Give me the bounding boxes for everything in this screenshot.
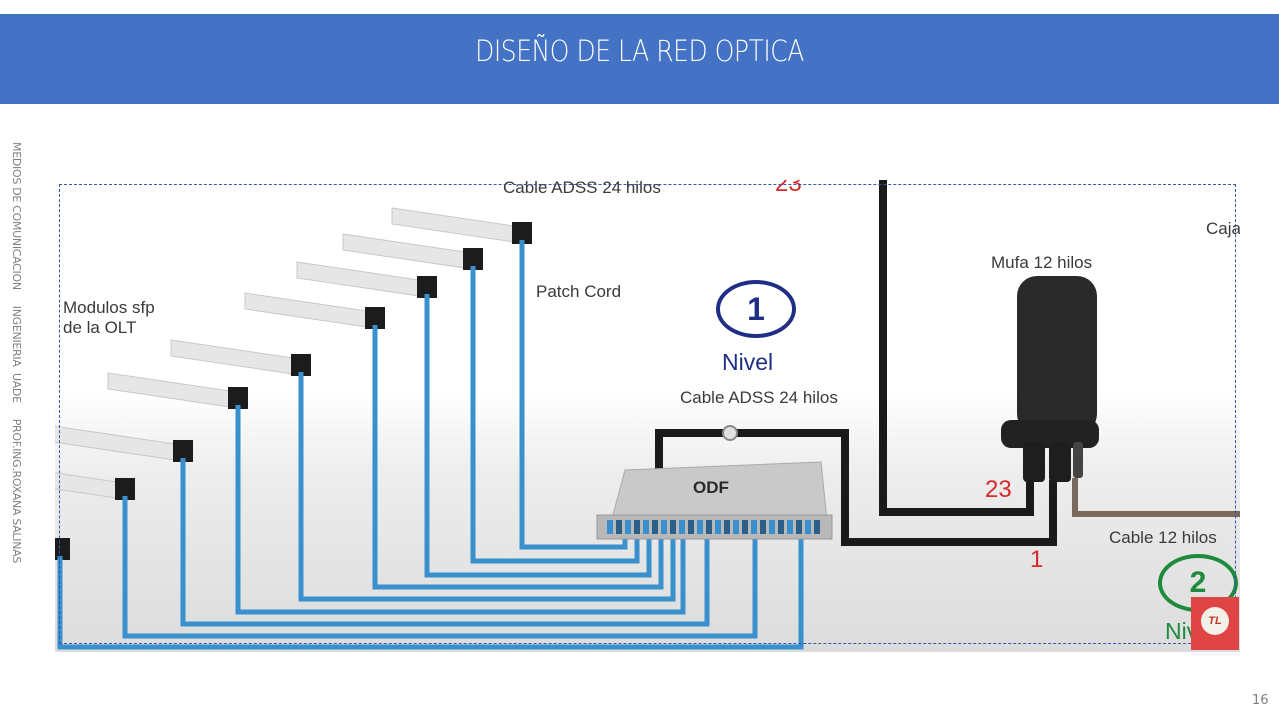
- sfp-module: [244, 292, 385, 329]
- sidebar-text: MEDIOS DE COMUNICACION INGENIERIA UADE P…: [10, 142, 23, 564]
- adss-cable-top: [879, 180, 1034, 516]
- sfp-body: [244, 292, 368, 328]
- fiber-number-1: 1: [1030, 546, 1044, 573]
- patch-cord-label: Patch Cord: [536, 282, 622, 301]
- sfp-label-line2: de la OLT: [63, 318, 137, 337]
- odf-port: [607, 520, 613, 534]
- fiber-number-top: 23: [775, 180, 802, 197]
- patch-cord: [235, 405, 686, 615]
- sfp-module: [296, 261, 437, 298]
- odf-port: [769, 520, 775, 534]
- odf-panel: [596, 461, 833, 540]
- patch-cord: [298, 372, 676, 602]
- sfp-connector: [512, 222, 532, 244]
- cable-adss-mid-label: Cable ADSS 24 hilos: [680, 388, 838, 407]
- odf-port: [688, 520, 694, 534]
- sfp-body: [55, 425, 176, 461]
- sfp-connector: [291, 354, 311, 376]
- odf-port: [706, 520, 712, 534]
- odf-port: [733, 520, 739, 534]
- slide-title: DISEÑO DE LA RED OPTICA: [475, 34, 804, 68]
- odf-port: [787, 520, 793, 534]
- odf-port: [661, 520, 667, 534]
- patch-cord: [57, 535, 804, 650]
- title-bar: DISEÑO DE LA RED OPTICA: [0, 14, 1279, 104]
- odf-port: [724, 520, 730, 534]
- sfp-body: [55, 472, 118, 499]
- adss-cable-odf: [655, 429, 1057, 546]
- mufa-closure: [1001, 276, 1099, 482]
- sfp-module: [55, 472, 135, 500]
- sfp-connector: [417, 276, 437, 298]
- page-number: 16: [1252, 693, 1269, 708]
- patch-cord: [122, 496, 758, 639]
- sfp-label-line1: Modulos sfp: [63, 298, 155, 317]
- sfp-body: [342, 233, 466, 269]
- sfp-module: [342, 233, 483, 270]
- level-1-badge: 1: [716, 280, 796, 338]
- odf-port: [625, 520, 631, 534]
- patch-cord: [519, 240, 628, 550]
- sfp-connector: [173, 440, 193, 462]
- odf-port: [679, 520, 685, 534]
- patch-cord: [180, 458, 710, 627]
- sfp-body: [296, 261, 420, 297]
- odf-port: [715, 520, 721, 534]
- patch-cord: [470, 266, 640, 564]
- sfp-body: [391, 207, 515, 243]
- diagram-canvas: [55, 180, 1240, 650]
- sfp-connector: [228, 387, 248, 409]
- odf-port: [814, 520, 820, 534]
- sfp-module: [55, 425, 193, 462]
- sfp-connector: [463, 248, 483, 270]
- sfp-connector: [55, 538, 70, 560]
- odf-port: [778, 520, 784, 534]
- sfp-module: [391, 207, 532, 244]
- cable-adss-top-label: Cable ADSS 24 hilos: [503, 180, 661, 197]
- odf-port: [634, 520, 640, 534]
- sfp-module: [55, 538, 70, 560]
- odf-port: [805, 520, 811, 534]
- sfp-body: [170, 339, 294, 375]
- fiber-number-23: 23: [985, 476, 1012, 503]
- odf-port: [796, 520, 802, 534]
- sfp-modules: [55, 207, 532, 560]
- caja-label: Caja: [1206, 219, 1240, 238]
- odf-port: [652, 520, 658, 534]
- odf-port: [670, 520, 676, 534]
- sfp-body: [107, 372, 231, 408]
- level-1-label: Nivel: [722, 349, 774, 375]
- odf-port: [742, 520, 748, 534]
- odf-port: [643, 520, 649, 534]
- cable-clamp-icon: [722, 425, 738, 441]
- network-diagram: Modulos sfp de la OLT Patch Cord Cable A…: [55, 180, 1240, 652]
- odf-port: [760, 520, 766, 534]
- sfp-module: [170, 339, 311, 376]
- cable-12-label: Cable 12 hilos: [1109, 528, 1217, 547]
- odf-label: ODF: [693, 478, 729, 497]
- odf-port: [697, 520, 703, 534]
- watermark-logo: TL: [1191, 597, 1239, 650]
- patch-cord: [372, 325, 664, 590]
- sfp-module: [107, 372, 248, 409]
- cable-12-hilos: [1072, 478, 1240, 517]
- sfp-connector: [365, 307, 385, 329]
- watermark-icon: TL: [1201, 607, 1229, 635]
- sfp-connector: [115, 478, 135, 500]
- odf-port: [751, 520, 757, 534]
- patch-cord: [424, 294, 652, 578]
- odf-port: [616, 520, 622, 534]
- mufa-label: Mufa 12 hilos: [991, 253, 1093, 272]
- patch-cords: [57, 240, 804, 650]
- sidebar-footer: MEDIOS DE COMUNICACION INGENIERIA UADE P…: [10, 142, 30, 682]
